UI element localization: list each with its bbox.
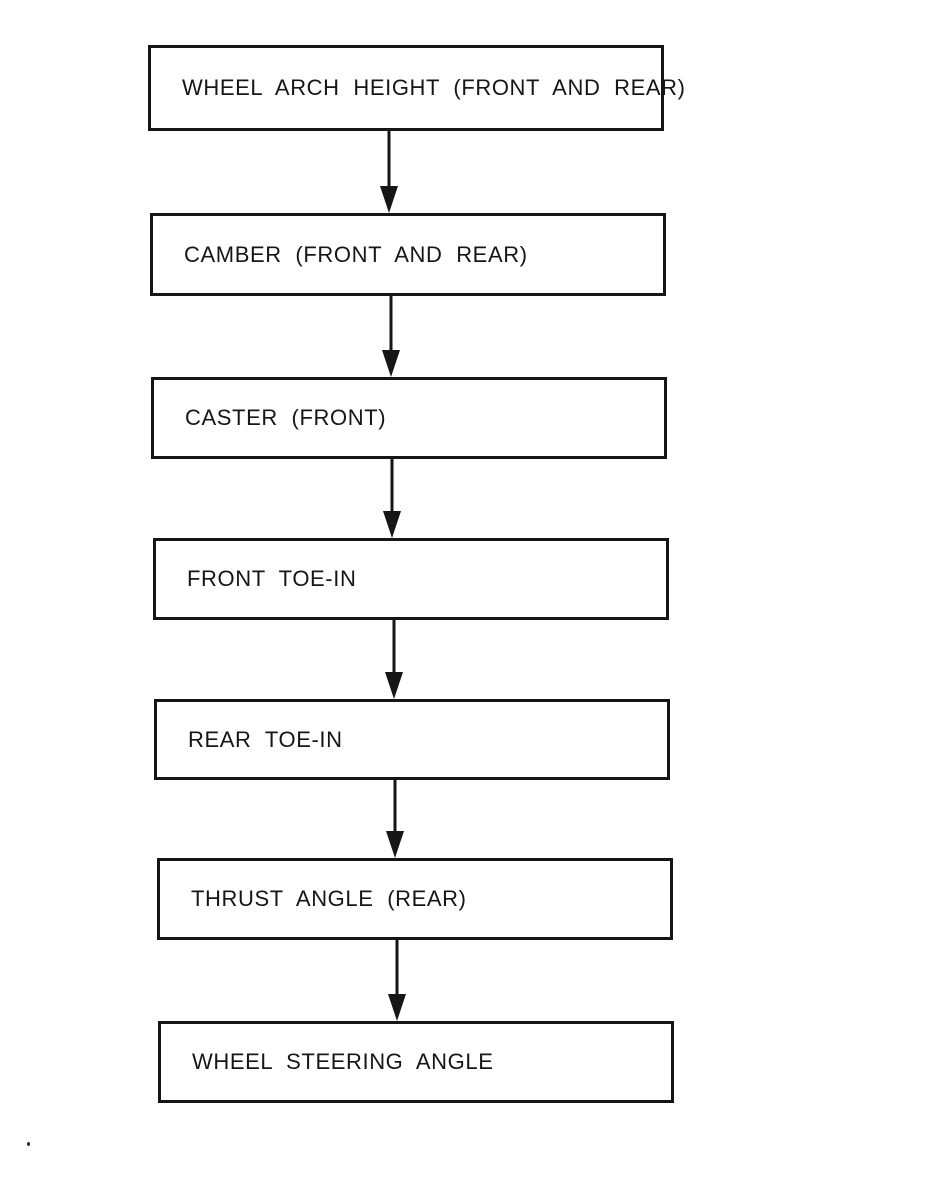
flow-step-front-toe-in: FRONT TOE-IN bbox=[153, 538, 669, 620]
arrow-stem bbox=[392, 620, 396, 679]
arrow-head bbox=[383, 511, 401, 538]
flow-step-wheel-steering-angle: WHEEL STEERING ANGLE bbox=[158, 1021, 674, 1103]
down-arrow-icon bbox=[382, 296, 400, 377]
flow-step-rear-toe-in: REAR TOE-IN bbox=[154, 699, 670, 780]
arrow-stem bbox=[389, 296, 393, 357]
flow-step-label: THRUST ANGLE (REAR) bbox=[191, 886, 467, 911]
down-arrow-icon bbox=[386, 780, 404, 858]
arrow-head bbox=[380, 186, 398, 213]
arrow-stem bbox=[390, 459, 394, 518]
arrow-head bbox=[382, 350, 400, 377]
flow-step-thrust-angle: THRUST ANGLE (REAR) bbox=[157, 858, 673, 940]
arrow-stem bbox=[393, 780, 397, 838]
scan-artifact-dot bbox=[27, 1142, 30, 1146]
flow-step-label: FRONT TOE-IN bbox=[187, 566, 357, 591]
arrow-head bbox=[388, 994, 406, 1021]
arrow-head bbox=[386, 831, 404, 858]
flow-step-camber: CAMBER (FRONT AND REAR) bbox=[150, 213, 666, 296]
down-arrow-icon bbox=[388, 940, 406, 1021]
down-arrow-icon bbox=[380, 131, 398, 213]
down-arrow-icon bbox=[383, 459, 401, 538]
flow-step-label: WHEEL STEERING ANGLE bbox=[192, 1049, 494, 1074]
flow-step-label: WHEEL ARCH HEIGHT (FRONT AND REAR) bbox=[182, 75, 686, 100]
arrow-head bbox=[385, 672, 403, 699]
down-arrow-icon bbox=[385, 620, 403, 699]
flow-step-wheel-arch-height: WHEEL ARCH HEIGHT (FRONT AND REAR) bbox=[148, 45, 685, 131]
flow-step-label: REAR TOE-IN bbox=[188, 726, 343, 752]
flow-step-label: CASTER (FRONT) bbox=[185, 405, 387, 430]
arrow-stem bbox=[387, 131, 391, 193]
flow-step-caster: CASTER (FRONT) bbox=[151, 377, 667, 459]
flow-step-label: CAMBER (FRONT AND REAR) bbox=[184, 241, 528, 267]
arrow-stem bbox=[395, 940, 399, 1001]
